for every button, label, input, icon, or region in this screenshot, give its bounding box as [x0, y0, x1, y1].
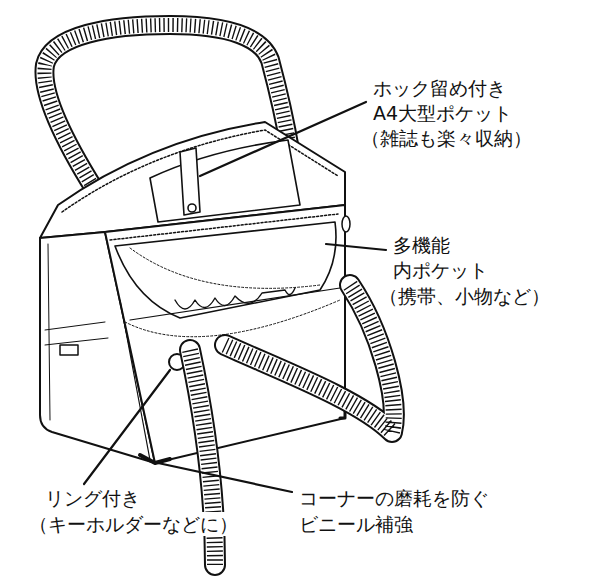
callout-label: コーナーの磨耗を防ぐ [298, 486, 490, 510]
callout-label: （携帯、小物など） [378, 284, 551, 308]
callout-label: リング付き [44, 486, 141, 510]
pen-slots [175, 288, 295, 309]
leader-lines [84, 102, 386, 492]
callout-label: （雑誌も楽々収納） [360, 126, 533, 150]
callout-label: A4大型ポケット [372, 101, 513, 125]
front-pocket [115, 222, 336, 318]
a4-pocket [150, 140, 300, 222]
callout-label: ホック留め付き [372, 76, 507, 100]
callout-label: 多機能 [392, 233, 451, 257]
callout-label: （キーホルダーなどに） [28, 512, 239, 536]
callout-label: 内ポケット [392, 258, 489, 282]
callout-label: ビニール補強 [298, 512, 414, 536]
